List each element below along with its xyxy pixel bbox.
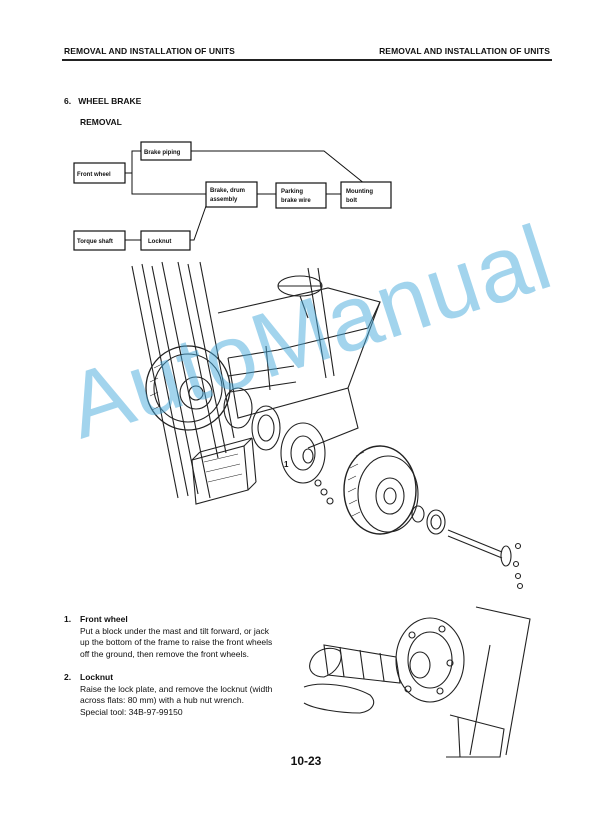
- label-mounting-2: bolt: [346, 198, 357, 204]
- label-brake-drum-2: assembly: [210, 197, 238, 203]
- step-line: Put a block under the mast and tilt forw…: [80, 625, 269, 636]
- label-brake-piping: Brake piping: [144, 150, 181, 156]
- step-number: 1.: [64, 614, 72, 624]
- wheel-brake-exploded-illustration: 1: [131, 261, 524, 590]
- step-line: off the ground, then remove the front wh…: [80, 648, 250, 659]
- step-title: Front wheel: [80, 614, 128, 624]
- callout-1: 1: [284, 460, 289, 469]
- subsection-title: REMOVAL: [80, 117, 122, 127]
- label-parking-2: brake wire: [281, 198, 311, 204]
- box-locknut: [140, 230, 191, 251]
- label-front-wheel: Front wheel: [77, 172, 111, 178]
- box-mounting-bolt: [340, 181, 392, 209]
- step-line: Special tool: 34B-97-99150: [80, 706, 183, 717]
- header-left-title: REMOVAL AND INSTALLATION OF UNITS: [64, 46, 235, 56]
- box-brake-drum: [205, 181, 258, 208]
- step-locknut: 2. Locknut Raise the lock plate, and remo…: [64, 672, 304, 718]
- section-name: WHEEL BRAKE: [78, 96, 142, 106]
- section-title: 6. WHEEL BRAKE: [64, 96, 141, 106]
- step-front-wheel: 1. Front wheel Put a block under the mast…: [64, 614, 304, 660]
- header-right-title: REMOVAL AND INSTALLATION OF UNITS: [379, 46, 550, 56]
- step-line: Raise the lock plate, and remove the loc…: [80, 683, 273, 694]
- label-brake-drum-1: Brake, drum: [210, 188, 245, 194]
- label-mounting-1: Mounting: [346, 189, 373, 195]
- label-locknut: Locknut: [148, 239, 171, 245]
- header-rule: [62, 59, 552, 61]
- hub-nut-wrench-illustration: [303, 606, 531, 758]
- label-parking-1: Parking: [281, 189, 303, 195]
- procedure-steps: 1. Front wheel Put a block under the mast…: [64, 614, 304, 730]
- section-number: 6.: [64, 96, 72, 106]
- step-title: Locknut: [80, 672, 114, 682]
- step-line: across flats: 80 mm) with a hub nut wren…: [80, 695, 244, 705]
- step-number: 2.: [64, 672, 72, 682]
- box-front-wheel: [73, 162, 126, 184]
- page-number: 10-23: [290, 754, 322, 768]
- box-torque-shaft: [73, 230, 126, 251]
- label-torque-shaft: Torque shaft: [77, 239, 113, 245]
- step-line: up the bottom of the frame to raise the …: [80, 637, 273, 647]
- box-brake-piping: [140, 141, 192, 161]
- box-parking-brake: [275, 182, 327, 209]
